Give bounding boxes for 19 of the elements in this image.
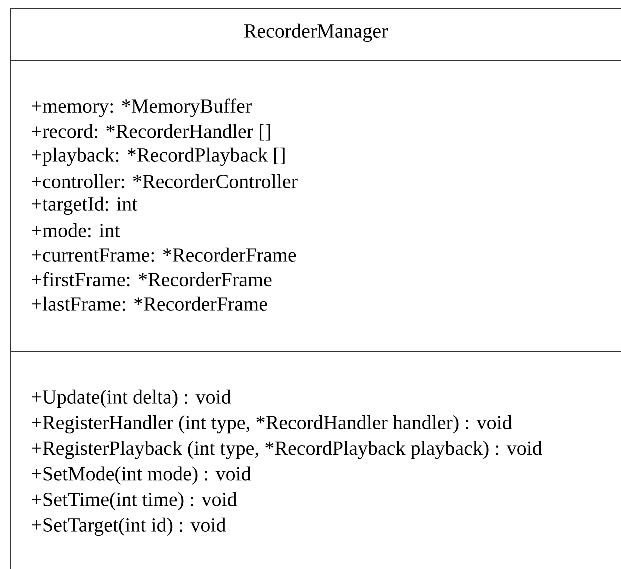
attribute-text: +lastFrame: *RecorderFrame bbox=[32, 296, 268, 312]
attribute-text: +targetId: int bbox=[32, 196, 138, 216]
method-compartment bbox=[10, 352, 621, 569]
attribute-compartment bbox=[10, 60, 621, 352]
attribute-text: +memory: *MemoryBuffer bbox=[32, 98, 252, 118]
attribute-text: +currentFrame: *RecorderFrame bbox=[32, 248, 296, 262]
method-text: +SetTime(int time) : void bbox=[32, 492, 238, 510]
attribute-text: +mode: int bbox=[32, 223, 120, 238]
method-text: +SetTarget(int id) : void bbox=[32, 518, 226, 536]
method-text: +Update(int delta) : void bbox=[32, 390, 232, 408]
class-name-compartment bbox=[10, 8, 621, 62]
method-text: +RegisterHandler (int type, *RecordHandler handler) : void bbox=[32, 416, 512, 434]
method-text: +SetMode(int mode) : void bbox=[32, 466, 252, 485]
method-text: +RegisterPlayback (int type, *RecordPlayback playback) : void bbox=[32, 441, 542, 460]
attribute-text: +controller: *RecorderController bbox=[32, 174, 298, 189]
attribute-text: +record: *RecorderHandler [] bbox=[32, 124, 270, 141]
attribute-text: +firstFrame: *RecorderFrame bbox=[32, 272, 272, 287]
class-name: RecorderManager bbox=[244, 24, 388, 42]
attribute-text: +playback: *RecordPlayback [] bbox=[32, 148, 285, 166]
